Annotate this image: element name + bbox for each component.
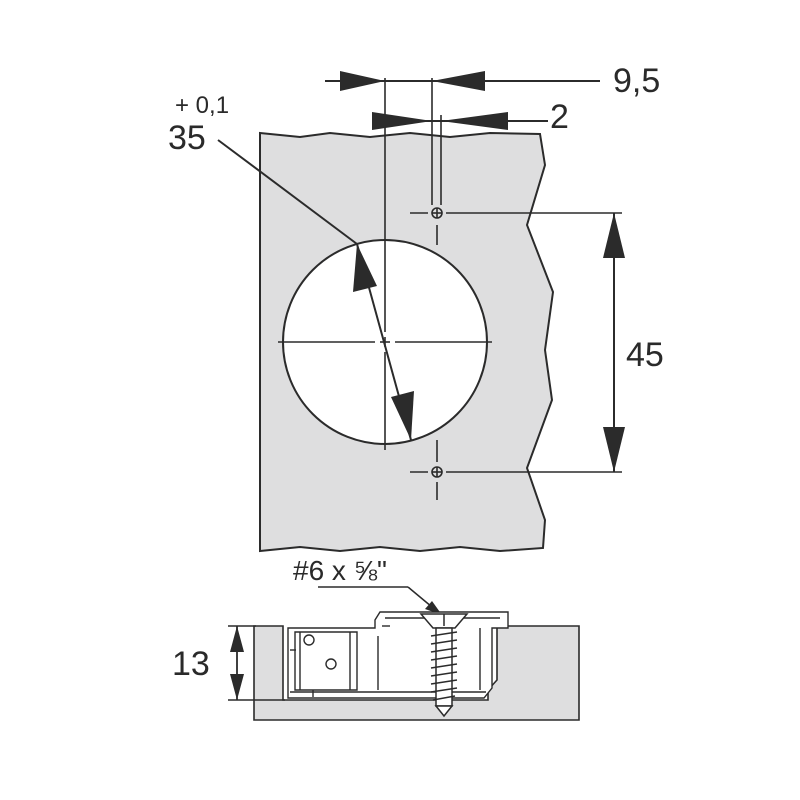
- label-offset-95: 9,5: [613, 62, 660, 100]
- lower-screw-mark: [410, 466, 622, 478]
- screw-icon: [419, 613, 469, 718]
- diameter-arrow: [217, 139, 414, 441]
- spacing-dimension: [603, 213, 625, 472]
- label-hole-diameter: 35: [168, 119, 206, 157]
- label-screw-spec: #6 x ⅝": [293, 555, 387, 586]
- offset-2-dimension: [372, 112, 548, 130]
- screw-leader: [318, 586, 442, 615]
- depth-dimension: [228, 625, 285, 701]
- label-depth: 13: [172, 645, 210, 683]
- screw-centerlines: [431, 78, 442, 500]
- upper-screw-mark: [410, 207, 622, 219]
- hinge-cup-section: [287, 611, 509, 699]
- offset-95-dimension: [325, 71, 600, 91]
- label-screw-spacing: 45: [626, 336, 664, 374]
- label-offset-2: 2: [550, 98, 569, 136]
- panel-section: [253, 625, 580, 721]
- label-hole-tolerance: + 0,1: [175, 92, 229, 119]
